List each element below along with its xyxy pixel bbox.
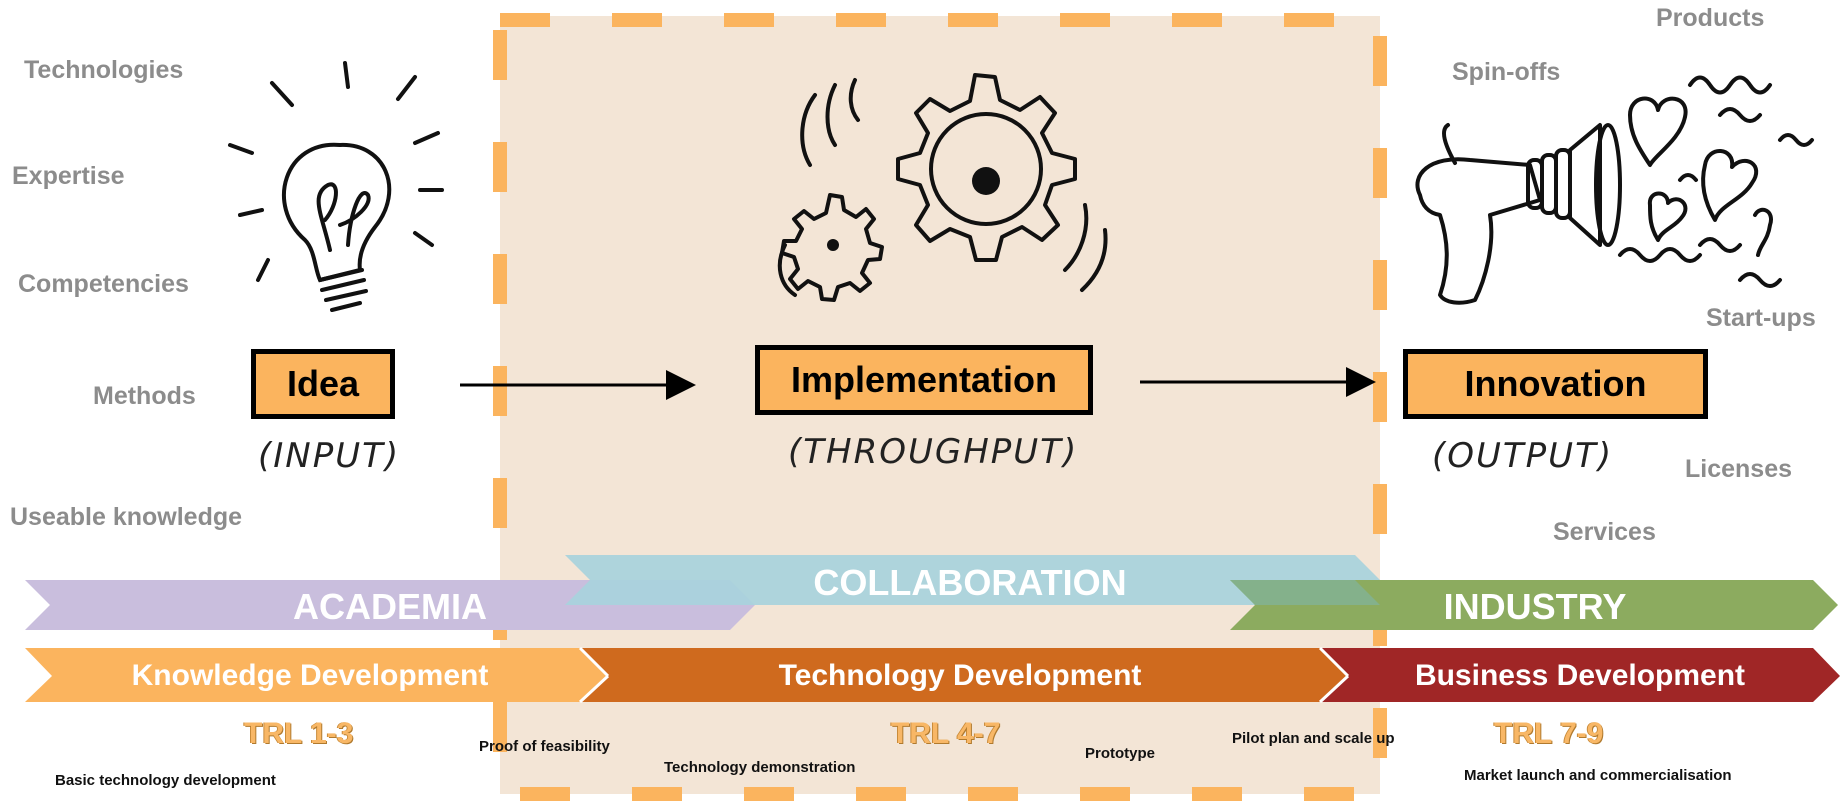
- technology-development-label: Technology Development: [778, 659, 1142, 692]
- collaboration-chevron: [565, 555, 1380, 605]
- output-spin-offs: Spin-offs: [1452, 58, 1561, 86]
- implementation-label: Implementation: [790, 359, 1058, 400]
- input-useable-knowledge: Useable knowledge: [10, 503, 243, 531]
- implementation-box: Implementation: [755, 345, 1093, 415]
- collaboration-label: COLLABORATION: [813, 562, 1127, 603]
- lightbulb-icon: [228, 61, 444, 312]
- gears-icon: [777, 73, 1108, 302]
- input-methods: Methods: [93, 382, 196, 410]
- milestone-market: Market launch and commercialisation: [1464, 767, 1732, 784]
- idea-label: Idea: [286, 363, 360, 404]
- knowledge-chevron: [25, 648, 608, 702]
- raygun-hearts-icon: [1415, 75, 1814, 305]
- business-development-label: Business Development: [1414, 659, 1746, 692]
- technology-chevron: [580, 648, 1348, 702]
- input-expertise: Expertise: [12, 162, 125, 190]
- output-sublabel: (OUTPUT): [1432, 436, 1614, 476]
- trl-1-3: TRL 1-3: [244, 717, 354, 750]
- industry-chevron: [1230, 580, 1838, 630]
- idea-box: Idea: [251, 349, 395, 419]
- throughput-sublabel: (THROUGHPUT): [788, 432, 1079, 472]
- milestone-prototype: Prototype: [1085, 745, 1156, 762]
- business-chevron: [1320, 648, 1840, 702]
- innovation-label: Innovation: [1464, 363, 1647, 404]
- milestone-demonstration: Technology demonstration: [664, 759, 856, 776]
- output-start-ups: Start-ups: [1706, 304, 1816, 332]
- input-technologies: Technologies: [24, 56, 184, 84]
- milestone-basic: Basic technology development: [55, 772, 276, 789]
- innovation-box: Innovation: [1403, 349, 1708, 419]
- output-products: Products: [1656, 4, 1765, 32]
- output-licenses: Licenses: [1685, 455, 1793, 483]
- output-services: Services: [1553, 518, 1656, 546]
- milestone-pilot: Pilot plan and scale up: [1232, 730, 1395, 747]
- academia-chevron: [25, 580, 755, 630]
- trl-7-9: TRL 7-9: [1494, 717, 1604, 750]
- academia-label: ACADEMIA: [293, 586, 487, 627]
- knowledge-development-label: Knowledge Development: [131, 659, 489, 692]
- input-sublabel: (INPUT): [258, 436, 401, 476]
- input-competencies: Competencies: [18, 270, 189, 298]
- industry-label: INDUSTRY: [1443, 586, 1627, 627]
- trl-4-7: TRL 4-7: [891, 717, 1001, 750]
- milestone-feasibility: Proof of feasibility: [479, 738, 610, 755]
